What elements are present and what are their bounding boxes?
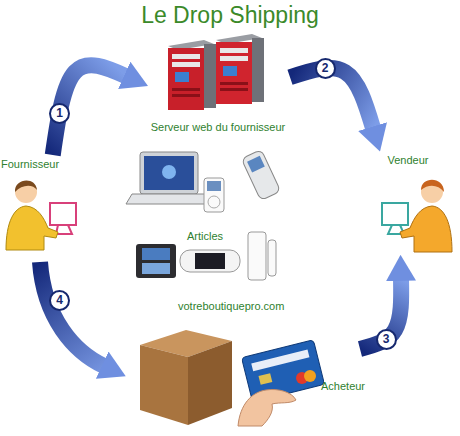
hand <box>238 389 296 426</box>
server-illustration <box>168 34 264 110</box>
monitor-outline <box>382 203 408 225</box>
server-side <box>204 44 216 108</box>
box-front <box>140 345 188 425</box>
server-slot <box>172 54 200 59</box>
server-vent <box>220 88 248 91</box>
illustrated-node: Articles <box>125 150 315 278</box>
parcel-box <box>140 330 232 425</box>
player-wheel <box>208 196 220 208</box>
illustrated-node: Vendeur <box>365 150 455 255</box>
box-side <box>188 341 232 425</box>
callout-number: 3 <box>376 329 397 350</box>
diagram-title: Le Drop Shipping <box>0 2 460 29</box>
server-slot <box>220 56 248 61</box>
server-screen <box>223 66 237 76</box>
server-vent <box>172 94 200 97</box>
server-screen <box>175 72 189 82</box>
shirt <box>6 206 58 250</box>
mobile-phone <box>241 150 280 201</box>
monitor-stand <box>56 225 72 234</box>
console-display <box>195 253 225 269</box>
server-slot <box>172 62 200 67</box>
laptop-display <box>144 156 194 190</box>
flow-arrow <box>40 262 104 366</box>
server-side <box>252 38 264 102</box>
node-label: Fournisseur <box>1 158 77 171</box>
server-vent <box>172 88 200 91</box>
server-vent <box>220 82 248 85</box>
laptop-screen <box>140 152 198 194</box>
seller-figure <box>382 180 452 252</box>
payment-card <box>238 340 324 426</box>
hair <box>421 180 444 192</box>
player-screen <box>207 181 221 191</box>
flow-arrow <box>290 68 373 128</box>
server-front <box>216 42 252 104</box>
card-band <box>251 349 309 371</box>
server-slot <box>220 48 248 53</box>
callout-number: 1 <box>49 103 70 124</box>
hair <box>15 180 37 192</box>
card-logo <box>304 370 316 382</box>
node-label: Articles <box>170 230 240 243</box>
illustrated-node: Serveur web du fournisseur <box>150 30 290 138</box>
server-front <box>168 48 204 110</box>
console-screen <box>142 248 170 260</box>
callout-number: 4 <box>49 290 70 311</box>
portable-console <box>180 250 240 272</box>
console-remote <box>268 240 276 276</box>
node-label: Vendeur <box>373 154 443 167</box>
monitor-outline <box>50 203 76 225</box>
illustrated-node: Acheteur <box>235 340 360 426</box>
laptop-base <box>126 194 214 204</box>
flow-arrow <box>360 279 401 349</box>
node-label: Acheteur <box>321 380 381 393</box>
phone-screen <box>247 156 265 173</box>
handheld-console <box>136 244 176 278</box>
console-screen <box>142 263 170 274</box>
callout-number: 2 <box>315 58 336 79</box>
products-illustration <box>126 150 281 280</box>
home-console <box>248 232 266 280</box>
website-label: votreboutiquepro.com <box>178 300 318 313</box>
head <box>15 181 37 203</box>
supplier-figure <box>6 180 76 250</box>
illustrated-node: Fournisseur <box>0 155 80 250</box>
shirt <box>400 206 452 252</box>
laptop-icon <box>162 165 176 179</box>
node-label: Serveur web du fournisseur <box>138 121 298 134</box>
card-chip <box>259 373 273 385</box>
music-player <box>204 178 224 212</box>
